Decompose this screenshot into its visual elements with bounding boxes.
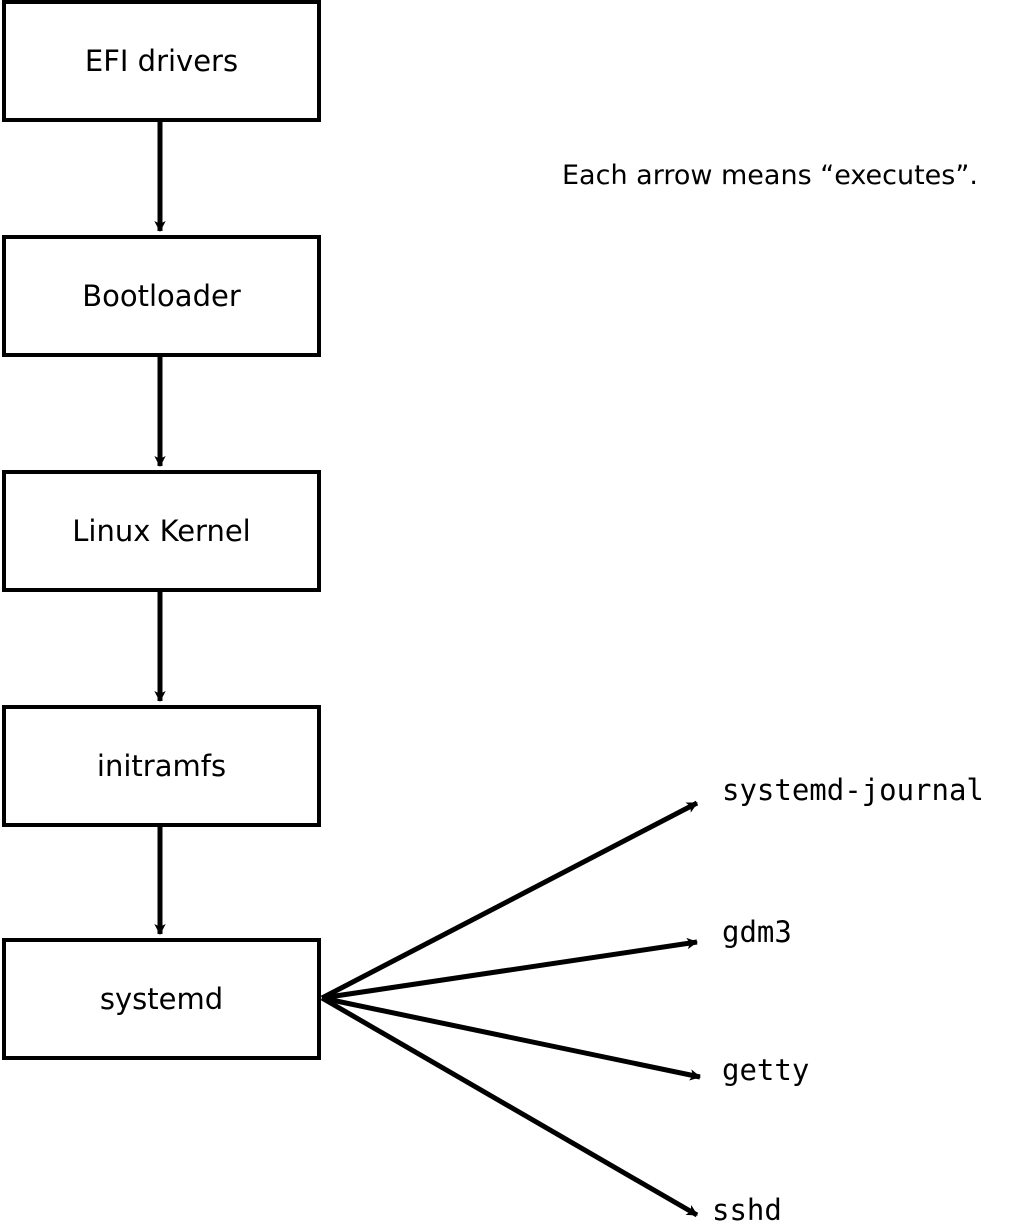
- node-label-sshd: sshd: [712, 1193, 782, 1227]
- node-label-getty: getty: [722, 1053, 810, 1087]
- node-label-systemd: systemd: [99, 981, 224, 1016]
- node-linux-kernel[interactable]: Linux Kernel: [2, 470, 321, 592]
- node-systemd[interactable]: systemd: [2, 938, 321, 1060]
- node-label-initramfs: initramfs: [96, 748, 227, 783]
- node-label-bootloader: Bootloader: [82, 278, 241, 313]
- legend-note: Each arrow means “executes”.: [562, 160, 978, 191]
- arrow-systemd-to-getty: [321, 995, 701, 1081]
- node-label-gdm3: gdm3: [722, 915, 792, 949]
- node-label-linux-kernel: Linux Kernel: [72, 513, 251, 548]
- arrow-systemd-to-systemd-journal: [320, 800, 699, 1001]
- node-label-efi-drivers: EFI drivers: [84, 43, 239, 78]
- node-initramfs[interactable]: initramfs: [2, 705, 321, 827]
- node-efi-drivers[interactable]: EFI drivers: [2, 0, 321, 122]
- arrow-systemd-to-sshd: [320, 995, 699, 1218]
- arrow-systemd-to-gdm3: [321, 937, 698, 1001]
- node-bootloader[interactable]: Bootloader: [2, 235, 321, 357]
- node-label-systemd-journal: systemd-journal: [722, 773, 984, 807]
